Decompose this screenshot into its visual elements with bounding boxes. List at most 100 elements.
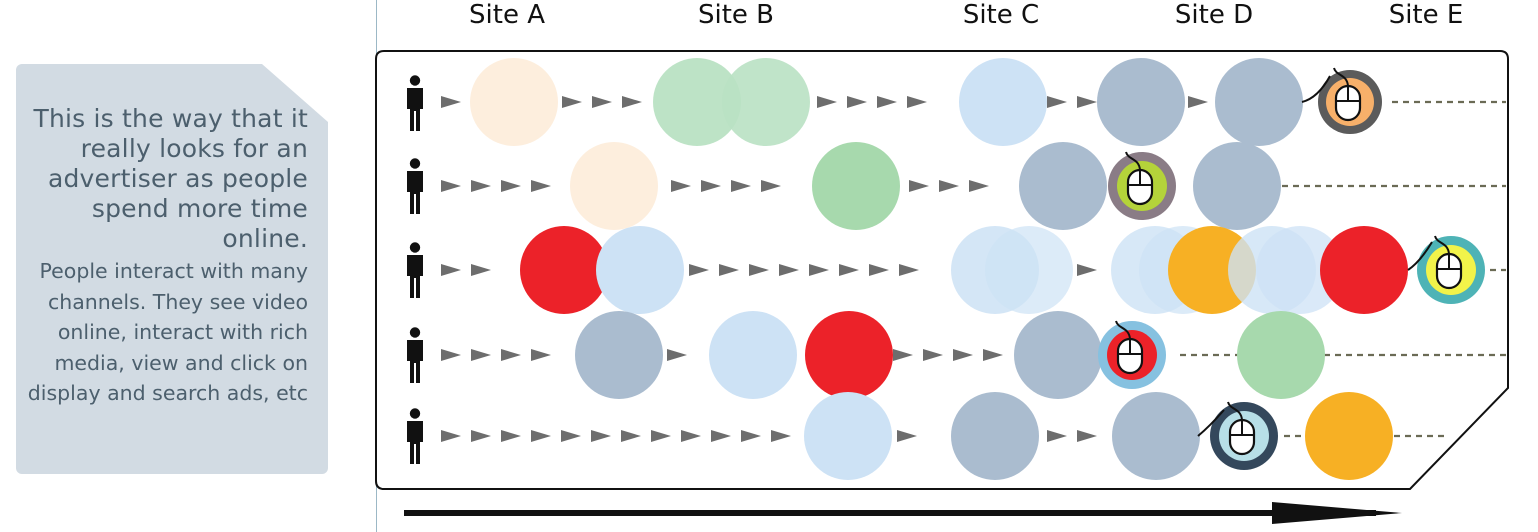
flow-arrow (562, 96, 582, 108)
channel-circle (520, 226, 608, 314)
flow-arrow (741, 430, 761, 442)
channel-circle (812, 142, 900, 230)
flow-arrow (771, 430, 791, 442)
flow-arrow (909, 180, 929, 192)
flow-arrow (969, 180, 989, 192)
flow-arrow (441, 349, 461, 361)
flow-arrow (779, 264, 799, 276)
flow-arrow (471, 430, 491, 442)
site-label-e: Site E (1388, 0, 1464, 30)
flow-arrow (441, 264, 461, 276)
channel-circle (1256, 226, 1344, 314)
channel-circle (959, 58, 1047, 146)
flow-arrow (923, 349, 943, 361)
mouse-cord (1301, 75, 1331, 103)
flow-arrow (667, 349, 687, 361)
site-label-a: Site A (469, 0, 545, 30)
channel-circle (1193, 142, 1281, 230)
site-label-b: Site B (697, 0, 775, 30)
flow-arrow (689, 264, 709, 276)
flow-arrow (701, 180, 721, 192)
person-icon (407, 158, 423, 214)
flow-arrow (847, 96, 867, 108)
flow-arrow (953, 349, 973, 361)
flow-arrow (1077, 430, 1097, 442)
flow-arrow (681, 430, 701, 442)
flow-arrow (501, 180, 521, 192)
flow-arrow (1077, 264, 1097, 276)
flow-arrow (897, 430, 917, 442)
channel-circle (1014, 311, 1102, 399)
person-icon (407, 242, 423, 298)
channel-circle (951, 392, 1039, 480)
flow-arrow (531, 430, 551, 442)
flow-arrow (531, 180, 551, 192)
callout-text: This is the way that it really looks for… (18, 104, 308, 409)
flow-arrow (1077, 96, 1097, 108)
channel-circle (570, 142, 658, 230)
person-icon (407, 327, 423, 383)
site-label-c: Site C (962, 0, 1040, 30)
mouse-cord (1407, 241, 1433, 271)
flow-arrow (471, 180, 491, 192)
callout-box (16, 64, 328, 474)
flow-arrow (731, 180, 751, 192)
flow-arrow (893, 349, 913, 361)
timeline-arrow-head (1272, 502, 1402, 524)
flow-arrow (749, 264, 769, 276)
flow-arrow (531, 349, 551, 361)
flow-arrow (441, 96, 461, 108)
flow-arrow (592, 96, 612, 108)
mouse-cord (1197, 409, 1225, 437)
flow-arrow (651, 430, 671, 442)
flow-arrow (869, 264, 889, 276)
channel-circle (1320, 226, 1408, 314)
flow-arrow (1188, 96, 1208, 108)
channel-circle (804, 392, 892, 480)
channel-circle (470, 58, 558, 146)
flow-arrow (877, 96, 897, 108)
channel-circle (805, 311, 893, 399)
flow-arrow (839, 264, 859, 276)
flow-arrow (501, 349, 521, 361)
callout-main-text: This is the way that it really looks for… (33, 104, 308, 253)
flow-arrow (561, 430, 581, 442)
flow-arrow (939, 180, 959, 192)
flow-arrow (622, 96, 642, 108)
channel-circle (1305, 392, 1393, 480)
flow-arrow (899, 264, 919, 276)
person-icon (407, 75, 423, 131)
flow-arrow (621, 430, 641, 442)
flow-arrow (591, 430, 611, 442)
flow-arrow (501, 430, 521, 442)
flow-arrow (761, 180, 781, 192)
person-icon (407, 408, 423, 464)
channel-circle (1097, 58, 1185, 146)
site-label-d: Site D (1174, 0, 1254, 30)
flow-arrow (983, 349, 1003, 361)
channel-circle (1019, 142, 1107, 230)
channel-circle (596, 226, 684, 314)
flow-arrow (671, 180, 691, 192)
flow-arrow (471, 264, 491, 276)
channel-circle (709, 311, 797, 399)
channel-circle (1237, 311, 1325, 399)
flow-arrow (907, 96, 927, 108)
flow-arrow (1047, 430, 1067, 442)
callout-sub-text: People interact with many channels. They… (27, 259, 308, 405)
channel-circle (575, 311, 663, 399)
channel-circle (985, 226, 1073, 314)
channel-circle (1112, 392, 1200, 480)
flow-arrow (817, 96, 837, 108)
flow-arrow (441, 430, 461, 442)
channel-circle (1215, 58, 1303, 146)
channel-circle (653, 58, 741, 146)
flow-arrow (1047, 96, 1067, 108)
flow-arrow (719, 264, 739, 276)
diagram-frame (375, 50, 1509, 490)
flow-arrow (711, 430, 731, 442)
flow-arrow (809, 264, 829, 276)
flow-arrow (471, 349, 491, 361)
flow-arrow (441, 180, 461, 192)
